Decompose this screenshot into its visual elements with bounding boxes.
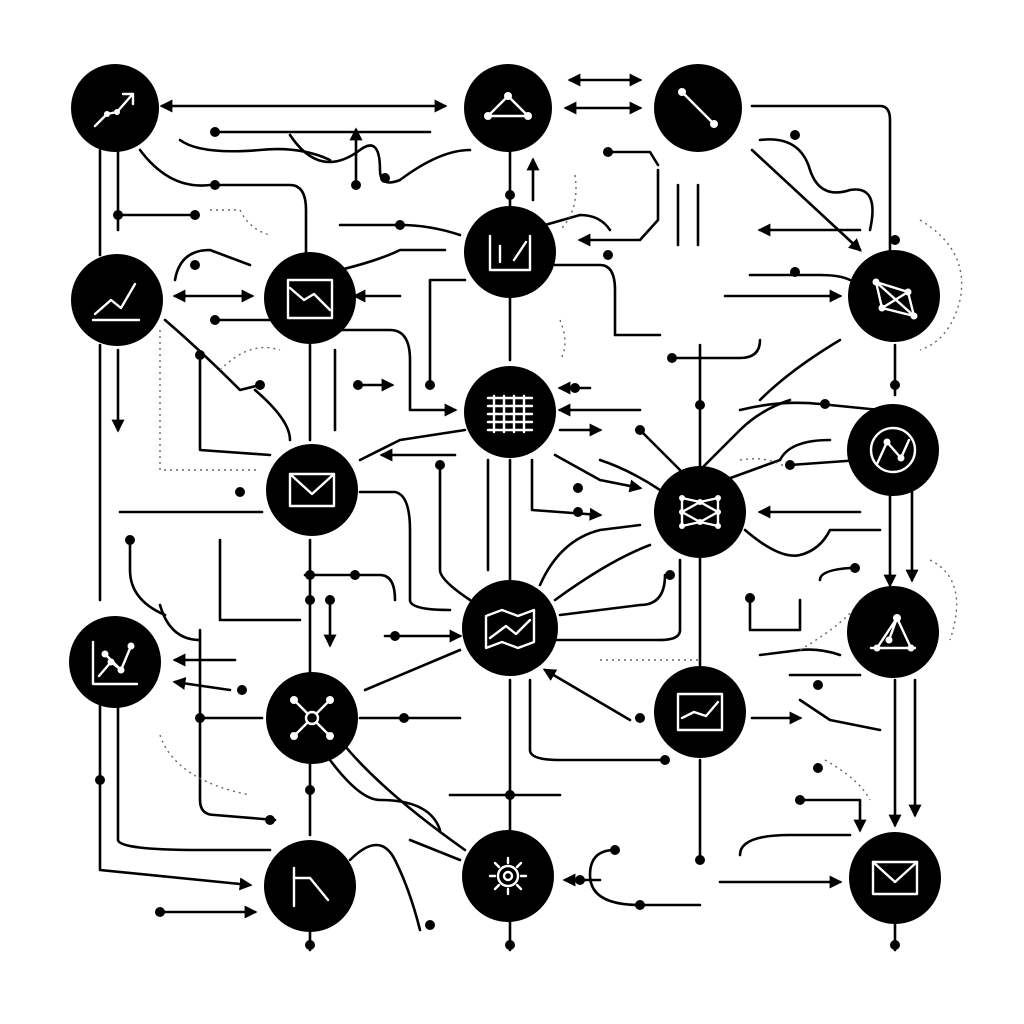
edge [758, 648, 842, 657]
nodes [69, 64, 941, 932]
edge [542, 668, 632, 722]
node-gear[interactable] [462, 830, 554, 922]
edge [748, 273, 852, 282]
node-trend-up[interactable] [71, 64, 159, 152]
neural-network-icon [679, 495, 721, 529]
edge [328, 758, 442, 832]
edge [638, 428, 682, 472]
node-grid-calendar[interactable] [464, 366, 556, 458]
down-trend-icon [292, 866, 330, 908]
edge [163, 318, 262, 392]
edge [173, 248, 252, 282]
edge [658, 558, 682, 642]
edge [358, 428, 467, 462]
node-hub-network[interactable] [266, 672, 358, 764]
edge [528, 678, 667, 762]
diagonal-link-icon [678, 88, 718, 128]
node-triangle-network[interactable] [464, 64, 552, 152]
edge [698, 398, 792, 472]
envelope-icon [871, 860, 919, 896]
edge [253, 388, 292, 442]
node-envelope[interactable] [266, 444, 358, 536]
triangle-graph-icon [869, 614, 917, 652]
edge [303, 573, 397, 602]
edge [750, 104, 892, 252]
triangle-network-icon [484, 92, 532, 120]
edge [818, 566, 852, 582]
edge [172, 677, 232, 692]
node-polygon-network[interactable] [848, 250, 940, 342]
trend-up-arrow-icon [93, 92, 135, 128]
node-neural-network[interactable] [654, 466, 746, 558]
folder-chart-icon [286, 278, 334, 320]
edge [553, 543, 652, 602]
edge [138, 148, 308, 257]
edge [798, 798, 867, 833]
edge [558, 573, 667, 617]
edge [333, 328, 458, 417]
edge [218, 538, 302, 622]
envelope-icon [288, 472, 336, 508]
edge [543, 213, 612, 232]
edge [98, 688, 253, 891]
edge [198, 628, 277, 822]
edge [553, 263, 662, 337]
edge [538, 523, 642, 587]
line-chart-icon [91, 282, 141, 322]
node-image-chart[interactable] [654, 666, 746, 758]
edge [428, 278, 467, 387]
edge [723, 438, 832, 482]
edge [128, 538, 167, 617]
edge [758, 138, 874, 232]
junction-dots [95, 127, 900, 950]
edge [553, 453, 643, 493]
node-down-trend[interactable] [264, 840, 356, 932]
edge [530, 458, 603, 521]
node-map[interactable] [462, 580, 558, 676]
edge [750, 148, 862, 252]
scatter-plot-icon [91, 640, 139, 686]
node-diagonal-link[interactable] [654, 64, 742, 152]
node-line-chart[interactable] [71, 254, 163, 346]
edge [606, 150, 660, 167]
node-graph-circle[interactable] [847, 404, 939, 496]
edge [438, 463, 472, 602]
edge [758, 338, 842, 402]
edge [738, 401, 882, 412]
grid-calendar-icon [486, 394, 534, 434]
edge [198, 353, 272, 457]
node-scatter-plot[interactable] [69, 616, 161, 708]
node-folder-chart[interactable] [264, 252, 356, 344]
edge [588, 848, 702, 907]
edge [338, 738, 467, 852]
bar-frame-icon [488, 234, 532, 272]
edge [743, 528, 882, 557]
edge [348, 843, 422, 932]
node-envelope-bottom[interactable] [849, 832, 941, 924]
image-chart-icon [676, 692, 724, 732]
edge [116, 678, 272, 852]
edge [670, 338, 762, 360]
edge [338, 248, 447, 272]
edge [577, 168, 660, 247]
edge [288, 133, 472, 184]
edge [738, 833, 852, 857]
edge [798, 698, 882, 732]
graph-circle-icon [869, 426, 917, 474]
edge [408, 838, 462, 862]
node-triangle-graph[interactable] [847, 586, 939, 678]
map-icon [484, 608, 536, 650]
polygon-network-icon [872, 278, 918, 320]
edge [358, 490, 452, 612]
gear-icon [488, 856, 528, 896]
edge [363, 648, 462, 692]
edge [598, 458, 662, 492]
edge [178, 138, 332, 162]
node-bar-frame[interactable] [464, 206, 556, 298]
hub-network-icon [290, 696, 334, 740]
edge [748, 596, 802, 632]
edge [158, 603, 202, 642]
